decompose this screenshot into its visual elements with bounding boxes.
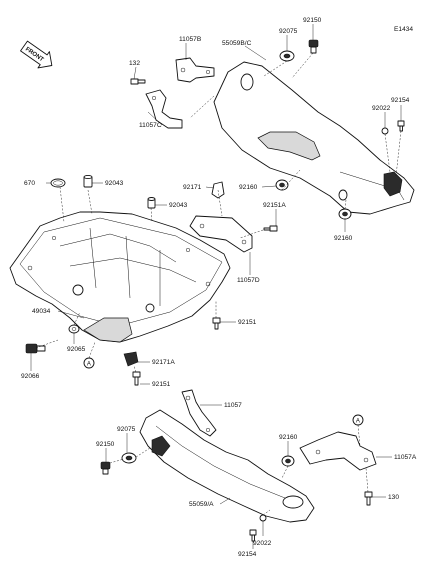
label-55059bc: 55059B/C bbox=[222, 40, 252, 47]
bolt-92154-bot bbox=[249, 529, 257, 542]
label-92160-c: 92160 bbox=[279, 434, 298, 441]
label-11057a: 11057A bbox=[394, 454, 417, 461]
bolt-92151a bbox=[263, 225, 278, 232]
label-11057b: 11057B bbox=[179, 36, 202, 43]
grommet-92160-c bbox=[281, 455, 295, 467]
grommet-92160-a bbox=[275, 179, 289, 191]
label-11057: 11057 bbox=[224, 402, 242, 409]
bracket-11057 bbox=[181, 389, 217, 437]
label-11057d: 11057D bbox=[237, 277, 260, 284]
front-arrow-icon: FRONT bbox=[20, 40, 53, 69]
bracket-11057b bbox=[175, 57, 215, 83]
clamp-92171a bbox=[123, 351, 139, 367]
upper-engine-cover bbox=[213, 61, 415, 215]
label-92043-b: 92043 bbox=[169, 202, 188, 209]
ref-marker-a-2-label: A bbox=[356, 418, 360, 424]
grommet-92075-bot bbox=[121, 452, 137, 464]
label-92151-b: 92151 bbox=[152, 381, 171, 388]
bolt-132 bbox=[130, 78, 146, 85]
label-11057c: 11057C bbox=[139, 122, 162, 129]
label-132: 132 bbox=[129, 60, 140, 67]
bracket-11057c bbox=[145, 89, 183, 129]
label-92160-b: 92160 bbox=[334, 235, 353, 242]
label-92171a: 92171A bbox=[152, 359, 175, 366]
label-49034: 49034 bbox=[32, 308, 51, 315]
label-92154-top: 92154 bbox=[391, 97, 410, 104]
label-92065: 92065 bbox=[67, 346, 86, 353]
o-ring-670 bbox=[50, 178, 66, 188]
label-92022-top: 92022 bbox=[372, 105, 391, 112]
label-130: 130 bbox=[388, 494, 399, 501]
label-670: 670 bbox=[24, 180, 35, 187]
grommet-92160-b bbox=[338, 208, 352, 220]
part-labels: 92150 92075 55059B/C 11057B 132 11057C 9… bbox=[21, 17, 417, 558]
bolt-92150-bot bbox=[100, 461, 111, 475]
washer-92022-bot bbox=[259, 514, 267, 522]
washer-92065 bbox=[68, 324, 80, 334]
label-92075-bot: 92075 bbox=[117, 426, 136, 433]
dowel-92043-a bbox=[83, 174, 93, 188]
leader-lines bbox=[30, 24, 402, 549]
label-92160-a: 92160 bbox=[239, 184, 258, 191]
label-92022-bot: 92022 bbox=[253, 540, 272, 547]
ref-marker-a-1-label: A bbox=[87, 361, 91, 367]
oil-pan bbox=[9, 211, 231, 343]
label-92151a: 92151A bbox=[263, 202, 286, 209]
bolt-92154-top bbox=[397, 120, 405, 132]
bracket-11057a bbox=[299, 431, 377, 471]
bolt-92150-top bbox=[308, 39, 319, 54]
label-55059a: 55059/A bbox=[189, 501, 214, 508]
washer-92022-top bbox=[381, 127, 389, 135]
label-92066: 92066 bbox=[21, 373, 40, 380]
drain-plug-92066 bbox=[25, 343, 46, 354]
dowel-92043-b bbox=[147, 197, 156, 209]
bracket-11057d bbox=[189, 215, 253, 253]
label-92151-a: 92151 bbox=[238, 319, 257, 326]
bolt-92151-a bbox=[212, 317, 221, 330]
label-92154-bot: 92154 bbox=[238, 551, 257, 558]
label-92150-bot: 92150 bbox=[96, 441, 115, 448]
ref-marker-a-2: A bbox=[352, 414, 364, 426]
label-92075-top: 92075 bbox=[279, 28, 298, 35]
bolt-92151-b bbox=[132, 371, 141, 386]
label-92171: 92171 bbox=[183, 184, 202, 191]
grommet-92075-top bbox=[279, 50, 295, 62]
label-92043-a: 92043 bbox=[105, 180, 124, 187]
figure-code: E1434 bbox=[394, 26, 413, 33]
label-92150-top: 92150 bbox=[303, 17, 322, 24]
bolt-130 bbox=[364, 491, 373, 506]
ref-marker-a-1: A bbox=[83, 357, 95, 369]
lower-engine-cover bbox=[139, 409, 315, 523]
